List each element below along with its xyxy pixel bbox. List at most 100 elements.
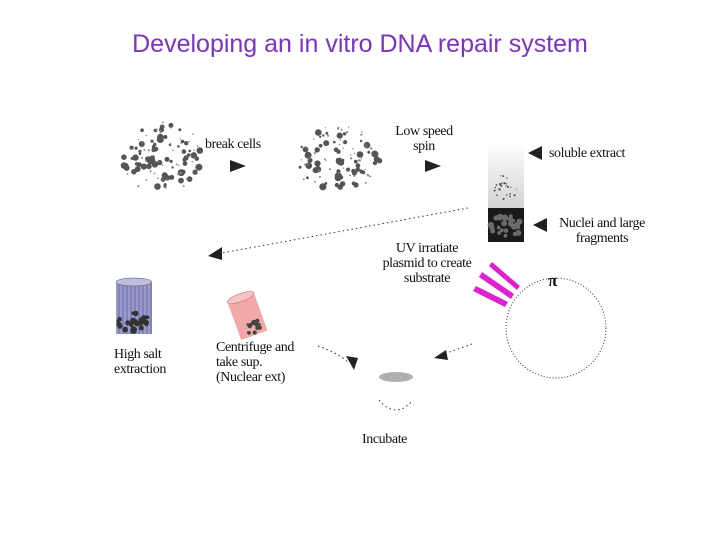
cell-dot	[336, 149, 341, 154]
cell-dot	[154, 183, 161, 190]
cell-dot	[146, 163, 152, 170]
extract-dot	[500, 175, 502, 177]
cell-dot	[336, 169, 341, 174]
dotted-path-plasmid-to-incubate	[443, 343, 473, 355]
cell-dot	[349, 154, 352, 156]
cell-dot	[138, 141, 145, 147]
extract-dot	[502, 175, 505, 178]
cell-dot	[348, 126, 350, 128]
cell-dot	[314, 147, 320, 153]
extract-dot	[495, 184, 498, 186]
salt-pellet-dot	[125, 320, 131, 326]
extract-dot	[500, 184, 503, 187]
arrow-low-speed-spin	[425, 160, 441, 172]
cell-dot	[185, 177, 189, 181]
cell-dot	[147, 149, 150, 152]
pink-pellet-dot	[258, 323, 261, 326]
pink-pellet-dot	[247, 331, 251, 335]
cell-dot	[304, 151, 312, 159]
salt-pellet-dot	[139, 325, 144, 331]
cell-dot	[349, 174, 351, 177]
cell-dot	[356, 151, 364, 158]
cell-dot	[179, 138, 181, 140]
salt-pellet-dot	[134, 320, 141, 327]
cell-dot	[372, 160, 378, 166]
cell-dot	[129, 145, 134, 150]
cell-dot	[177, 145, 180, 148]
label-centrifuge-line1: Centrifuge and	[216, 340, 294, 355]
extract-dot	[506, 177, 508, 179]
cell-dot	[318, 143, 323, 148]
cell-dot	[314, 160, 321, 167]
cell-dot	[319, 135, 322, 138]
cell-cluster-broken	[298, 126, 383, 191]
pink-pellet-dot	[255, 326, 259, 330]
cell-dot	[375, 152, 379, 156]
uv-rays	[473, 262, 520, 307]
cell-dot	[348, 167, 350, 169]
cell-dot	[337, 157, 342, 162]
cell-dot	[355, 172, 358, 174]
salt-pellet-dot	[117, 316, 122, 322]
extract-dot	[505, 194, 508, 196]
cell-dot	[355, 163, 361, 169]
cell-dot	[150, 139, 154, 143]
cell-dot	[121, 154, 127, 160]
cell-dot	[367, 150, 371, 154]
centrifuge-tube-spin	[487, 142, 524, 242]
cell-dot	[161, 164, 164, 166]
pi-symbol: π	[548, 271, 557, 290]
cell-dot	[157, 159, 163, 166]
cell-dot	[323, 135, 325, 137]
cell-dot	[163, 135, 168, 139]
salt-pellet-dot	[130, 324, 134, 328]
extract-dot	[502, 197, 505, 200]
cell-dot	[361, 171, 365, 174]
salt-pellet-dot	[144, 315, 148, 319]
label-centrifuge: Centrifuge and take sup. (Nuclear ext)	[216, 340, 294, 385]
cell-dot	[186, 176, 193, 182]
cell-dot	[188, 140, 190, 143]
label-nuclei-line1: Nuclei and large	[559, 216, 645, 231]
label-nuclei-line2: fragments	[575, 231, 629, 246]
slide-title: Developing an in vitro DNA repair system	[132, 30, 588, 58]
cell-dot	[360, 157, 363, 159]
cell-dot	[169, 174, 175, 180]
pellet-dot	[503, 234, 507, 238]
cell-dot	[300, 159, 303, 161]
cell-dot	[153, 172, 156, 175]
cell-dot	[305, 162, 313, 169]
cell-dot	[329, 168, 331, 171]
pellet-dot	[509, 214, 513, 219]
salt-pellet-dot	[131, 311, 136, 316]
cell-dot	[141, 142, 143, 144]
extract-dot	[499, 188, 501, 190]
label-high-salt: High salt extraction	[114, 347, 166, 377]
plasmid-circle	[505, 277, 607, 379]
cell-dot	[165, 178, 167, 180]
cell-dot	[364, 168, 366, 170]
cell-dot	[140, 128, 144, 132]
cell-dot	[302, 178, 305, 181]
cell-dot	[324, 127, 327, 129]
arrow-soluble-extract	[528, 146, 542, 160]
cell-dot	[190, 156, 193, 158]
extract-dot	[494, 186, 497, 189]
cell-dot	[149, 170, 152, 173]
extract-dot	[513, 194, 516, 197]
pellet-dot	[496, 225, 501, 230]
cell-dot	[148, 156, 156, 164]
cell-dot	[306, 176, 309, 180]
cell-dot	[123, 165, 130, 171]
cell-dot	[346, 131, 349, 134]
pink-pellet-dot	[252, 330, 257, 335]
cell-dot	[177, 164, 180, 167]
cell-dot	[358, 159, 362, 162]
cell-dot	[145, 179, 147, 182]
label-nuclei: Nuclei and large fragments	[548, 216, 656, 246]
salt-pellet-dot	[138, 317, 145, 323]
label-high-salt-line2: extraction	[114, 362, 166, 377]
cell-dot	[191, 161, 194, 163]
label-centrifuge-line2: take sup.	[216, 355, 263, 370]
